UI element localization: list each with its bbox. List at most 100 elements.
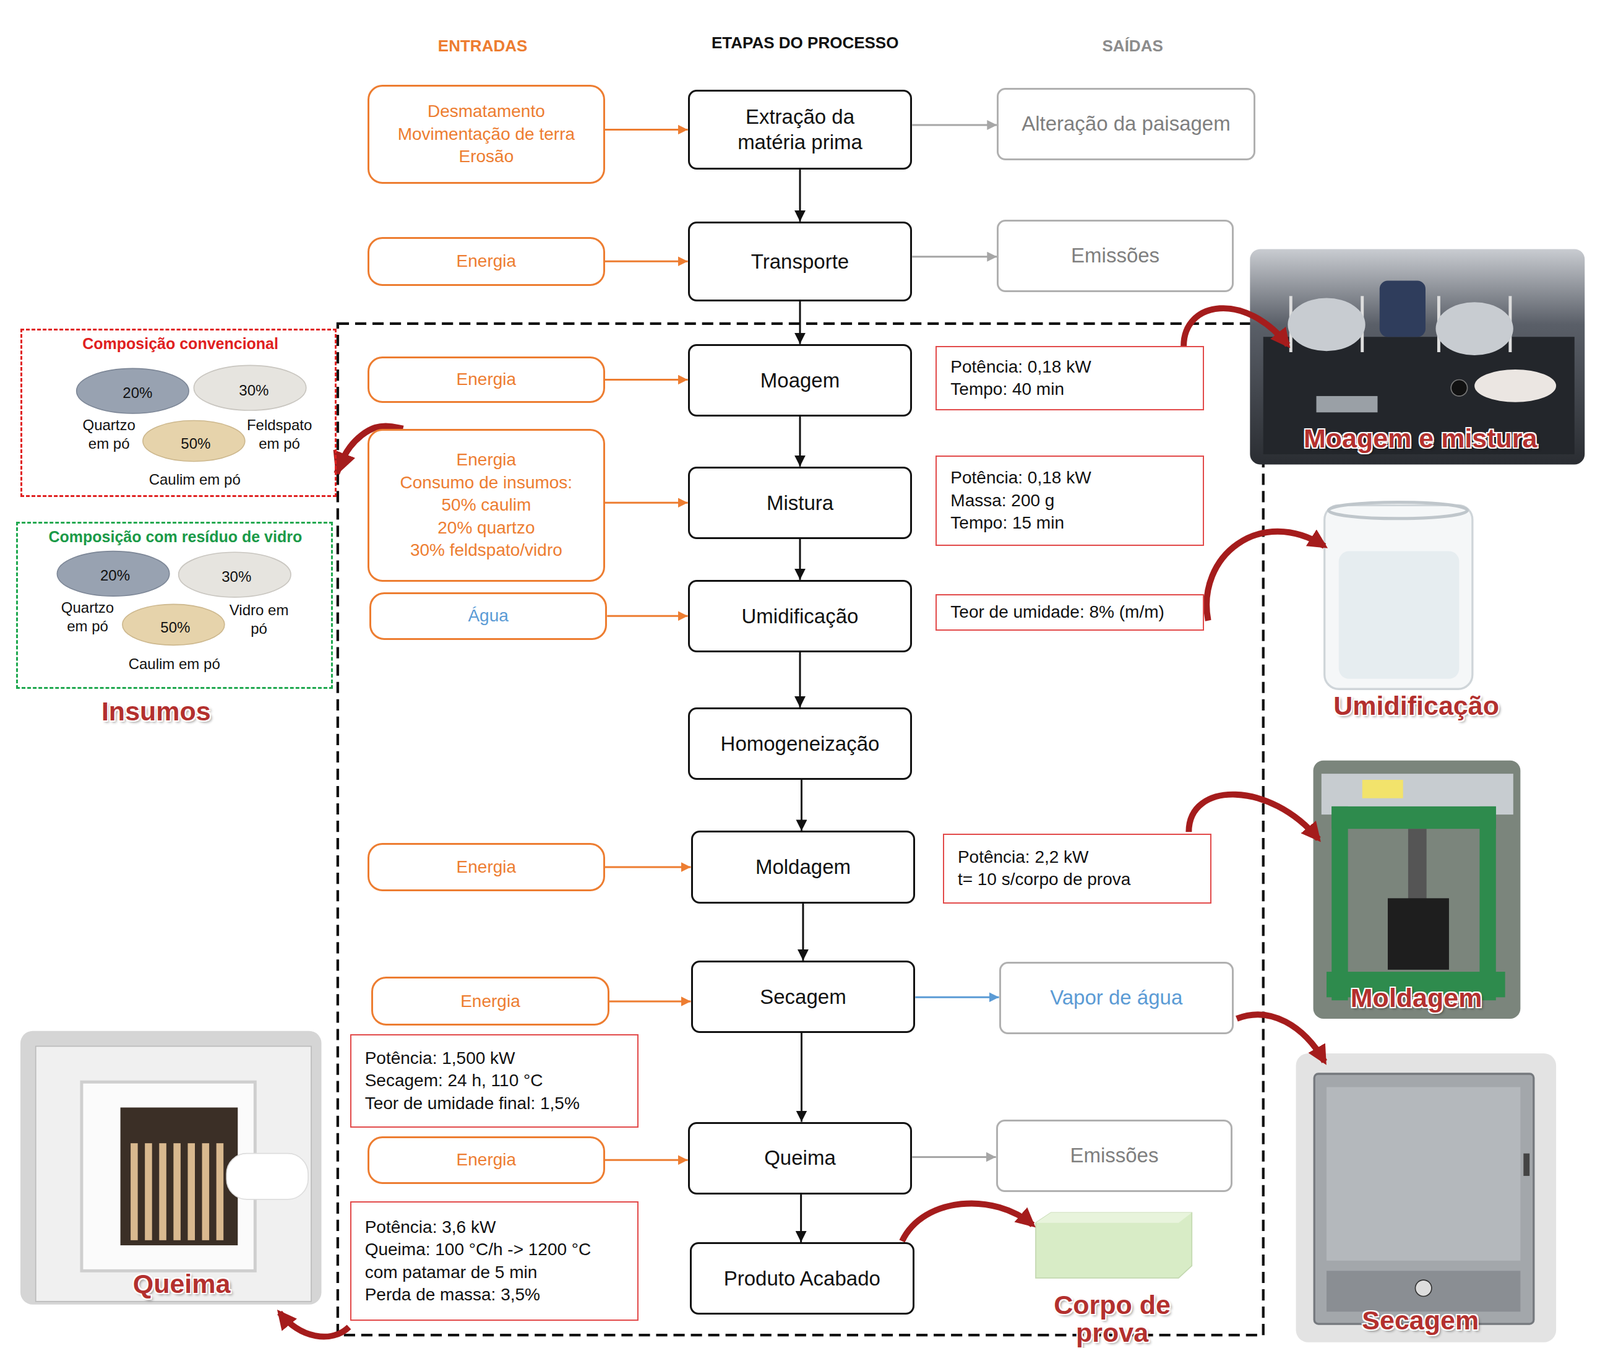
panel-label: 50% bbox=[160, 618, 190, 637]
flow-arrow bbox=[605, 866, 692, 869]
node-text: Energia bbox=[460, 989, 521, 1013]
input-box: Energia bbox=[367, 356, 606, 404]
node-text: Homogeneização bbox=[720, 730, 880, 757]
gloved-hand bbox=[1474, 369, 1557, 403]
press-frame bbox=[1331, 806, 1348, 1000]
oven-panel bbox=[1326, 1270, 1521, 1312]
node-text: Energia bbox=[456, 368, 517, 391]
photo-caption: Secagem bbox=[1361, 1306, 1479, 1335]
flow-arrow bbox=[798, 538, 801, 580]
oven-photo bbox=[1296, 1053, 1557, 1342]
press-mold bbox=[1387, 897, 1450, 969]
panel-label: Quartzo em pó bbox=[53, 598, 122, 636]
flow-arrow bbox=[911, 124, 997, 127]
kiln-body bbox=[35, 1045, 312, 1301]
parameter-box: Potência: 3,6 kWQueima: 100 °C/h -> 1200… bbox=[350, 1200, 640, 1321]
column-header: ENTRADAS bbox=[438, 36, 528, 56]
connector-group bbox=[336, 124, 999, 1242]
panel-label: Feldspato em pó bbox=[243, 415, 317, 453]
input-box: Energia bbox=[367, 1135, 606, 1185]
photo-arrow bbox=[1236, 1014, 1325, 1062]
flow-arrow bbox=[798, 301, 801, 345]
panel-label: Quartzo em pó bbox=[74, 415, 143, 453]
specimen bbox=[173, 1142, 181, 1240]
node-text: Queima: 100 °C/h -> 1200 °C com patamar … bbox=[365, 1238, 613, 1284]
photo-caption: Umidificação bbox=[1333, 692, 1500, 721]
input-box: Energia bbox=[367, 842, 606, 891]
mill-jar bbox=[1435, 301, 1513, 356]
photo-arrow bbox=[1183, 308, 1288, 346]
flow-arrow bbox=[911, 1155, 996, 1158]
panel-label: Vidro em pó bbox=[226, 600, 292, 638]
specimen bbox=[187, 1142, 195, 1240]
quartz-pile bbox=[56, 551, 169, 597]
photo-arrow bbox=[902, 1202, 1033, 1241]
node-text: Movimentação de terra bbox=[397, 123, 575, 146]
press-label bbox=[1362, 779, 1404, 799]
node-text: Potência: 0,18 kW bbox=[950, 466, 1091, 489]
output-box: Alteração da paisagem bbox=[996, 87, 1255, 161]
panel-label: 30% bbox=[238, 381, 269, 400]
node-text: Transporte bbox=[751, 248, 849, 275]
oven-body bbox=[1314, 1073, 1534, 1324]
node-text: Alteração da paisagem bbox=[1021, 110, 1231, 138]
node-text: 50% caulim bbox=[441, 493, 531, 517]
flow-arrow bbox=[800, 779, 803, 831]
kaolin-pile bbox=[122, 603, 225, 645]
system-boundary bbox=[337, 323, 1264, 1335]
process-box: Transporte bbox=[688, 221, 913, 302]
composition-panel: Composição com resíduo de vidro20%30%Qua… bbox=[16, 521, 333, 689]
flow-arrow bbox=[605, 1158, 689, 1161]
press-frame bbox=[1479, 806, 1496, 1000]
process-box: Extração da matéria prima bbox=[688, 89, 913, 170]
column-header: ETAPAS DO PROCESSO bbox=[711, 33, 899, 53]
node-text: 20% quartzo bbox=[437, 516, 535, 539]
process-box: Secagem bbox=[691, 960, 916, 1033]
mill-motor bbox=[1379, 280, 1426, 338]
input-box: Energia bbox=[367, 236, 606, 286]
process-box: Queima bbox=[688, 1121, 913, 1195]
photo-caption: Insumos bbox=[101, 697, 211, 726]
node-text: Secagem: 24 h, 110 °C bbox=[365, 1069, 544, 1092]
process-box: Umidificação bbox=[688, 579, 913, 653]
node-text: Potência: 1,500 kW bbox=[365, 1046, 516, 1070]
specimen bbox=[202, 1142, 210, 1240]
flow-arrow bbox=[605, 128, 689, 131]
quartz-pile bbox=[76, 368, 189, 414]
flow-arrow bbox=[798, 652, 801, 708]
process-box: Mistura bbox=[688, 466, 913, 539]
node-text: t= 10 s/corpo de prova bbox=[957, 868, 1131, 891]
specimen bbox=[216, 1142, 224, 1240]
composition-panel: Composição convencional 20% 30% Quartzo em … bbox=[20, 328, 337, 497]
specimen-top bbox=[1035, 1212, 1192, 1222]
photo-caption: Moldagem bbox=[1350, 983, 1483, 1012]
parameter-box: Teor de umidade: 8% (m/m) bbox=[935, 593, 1205, 631]
node-text: Consumo de insumos: bbox=[400, 471, 573, 494]
node-text: Potência: 3,6 kW bbox=[365, 1215, 497, 1239]
panel-label: 20% bbox=[122, 383, 153, 403]
oven-dial bbox=[1415, 1279, 1432, 1296]
node-text: Erosão bbox=[458, 145, 514, 168]
node-text: Perda de massa: 3,5% bbox=[365, 1283, 541, 1306]
node-text: 30% feldspato/vidro bbox=[410, 538, 563, 562]
flow-arrow bbox=[798, 416, 801, 467]
node-text: Massa: 200 g bbox=[950, 489, 1055, 512]
process-box: Produto Acabado bbox=[689, 1241, 915, 1315]
press-photo bbox=[1313, 760, 1521, 1019]
panel-label: 20% bbox=[100, 566, 130, 585]
node-text: Potência: 2,2 kW bbox=[957, 845, 1089, 869]
feldspar-pile bbox=[193, 365, 306, 411]
photo-caption: Corpo de prova bbox=[1041, 1290, 1184, 1347]
mill-jar bbox=[1287, 298, 1365, 352]
parameter-box: Potência: 0,18 kWMassa: 200 gTempo: 15 m… bbox=[935, 455, 1205, 547]
callout-arrow bbox=[336, 425, 403, 474]
flow-arrow bbox=[605, 260, 689, 263]
node-text: Teor de umidade: 8% (m/m) bbox=[950, 600, 1164, 624]
process-box: Homogeneização bbox=[688, 707, 913, 780]
beaker-water bbox=[1338, 551, 1460, 679]
node-text: Secagem bbox=[759, 983, 846, 1010]
panel-heading: Composição convencional bbox=[82, 334, 279, 353]
